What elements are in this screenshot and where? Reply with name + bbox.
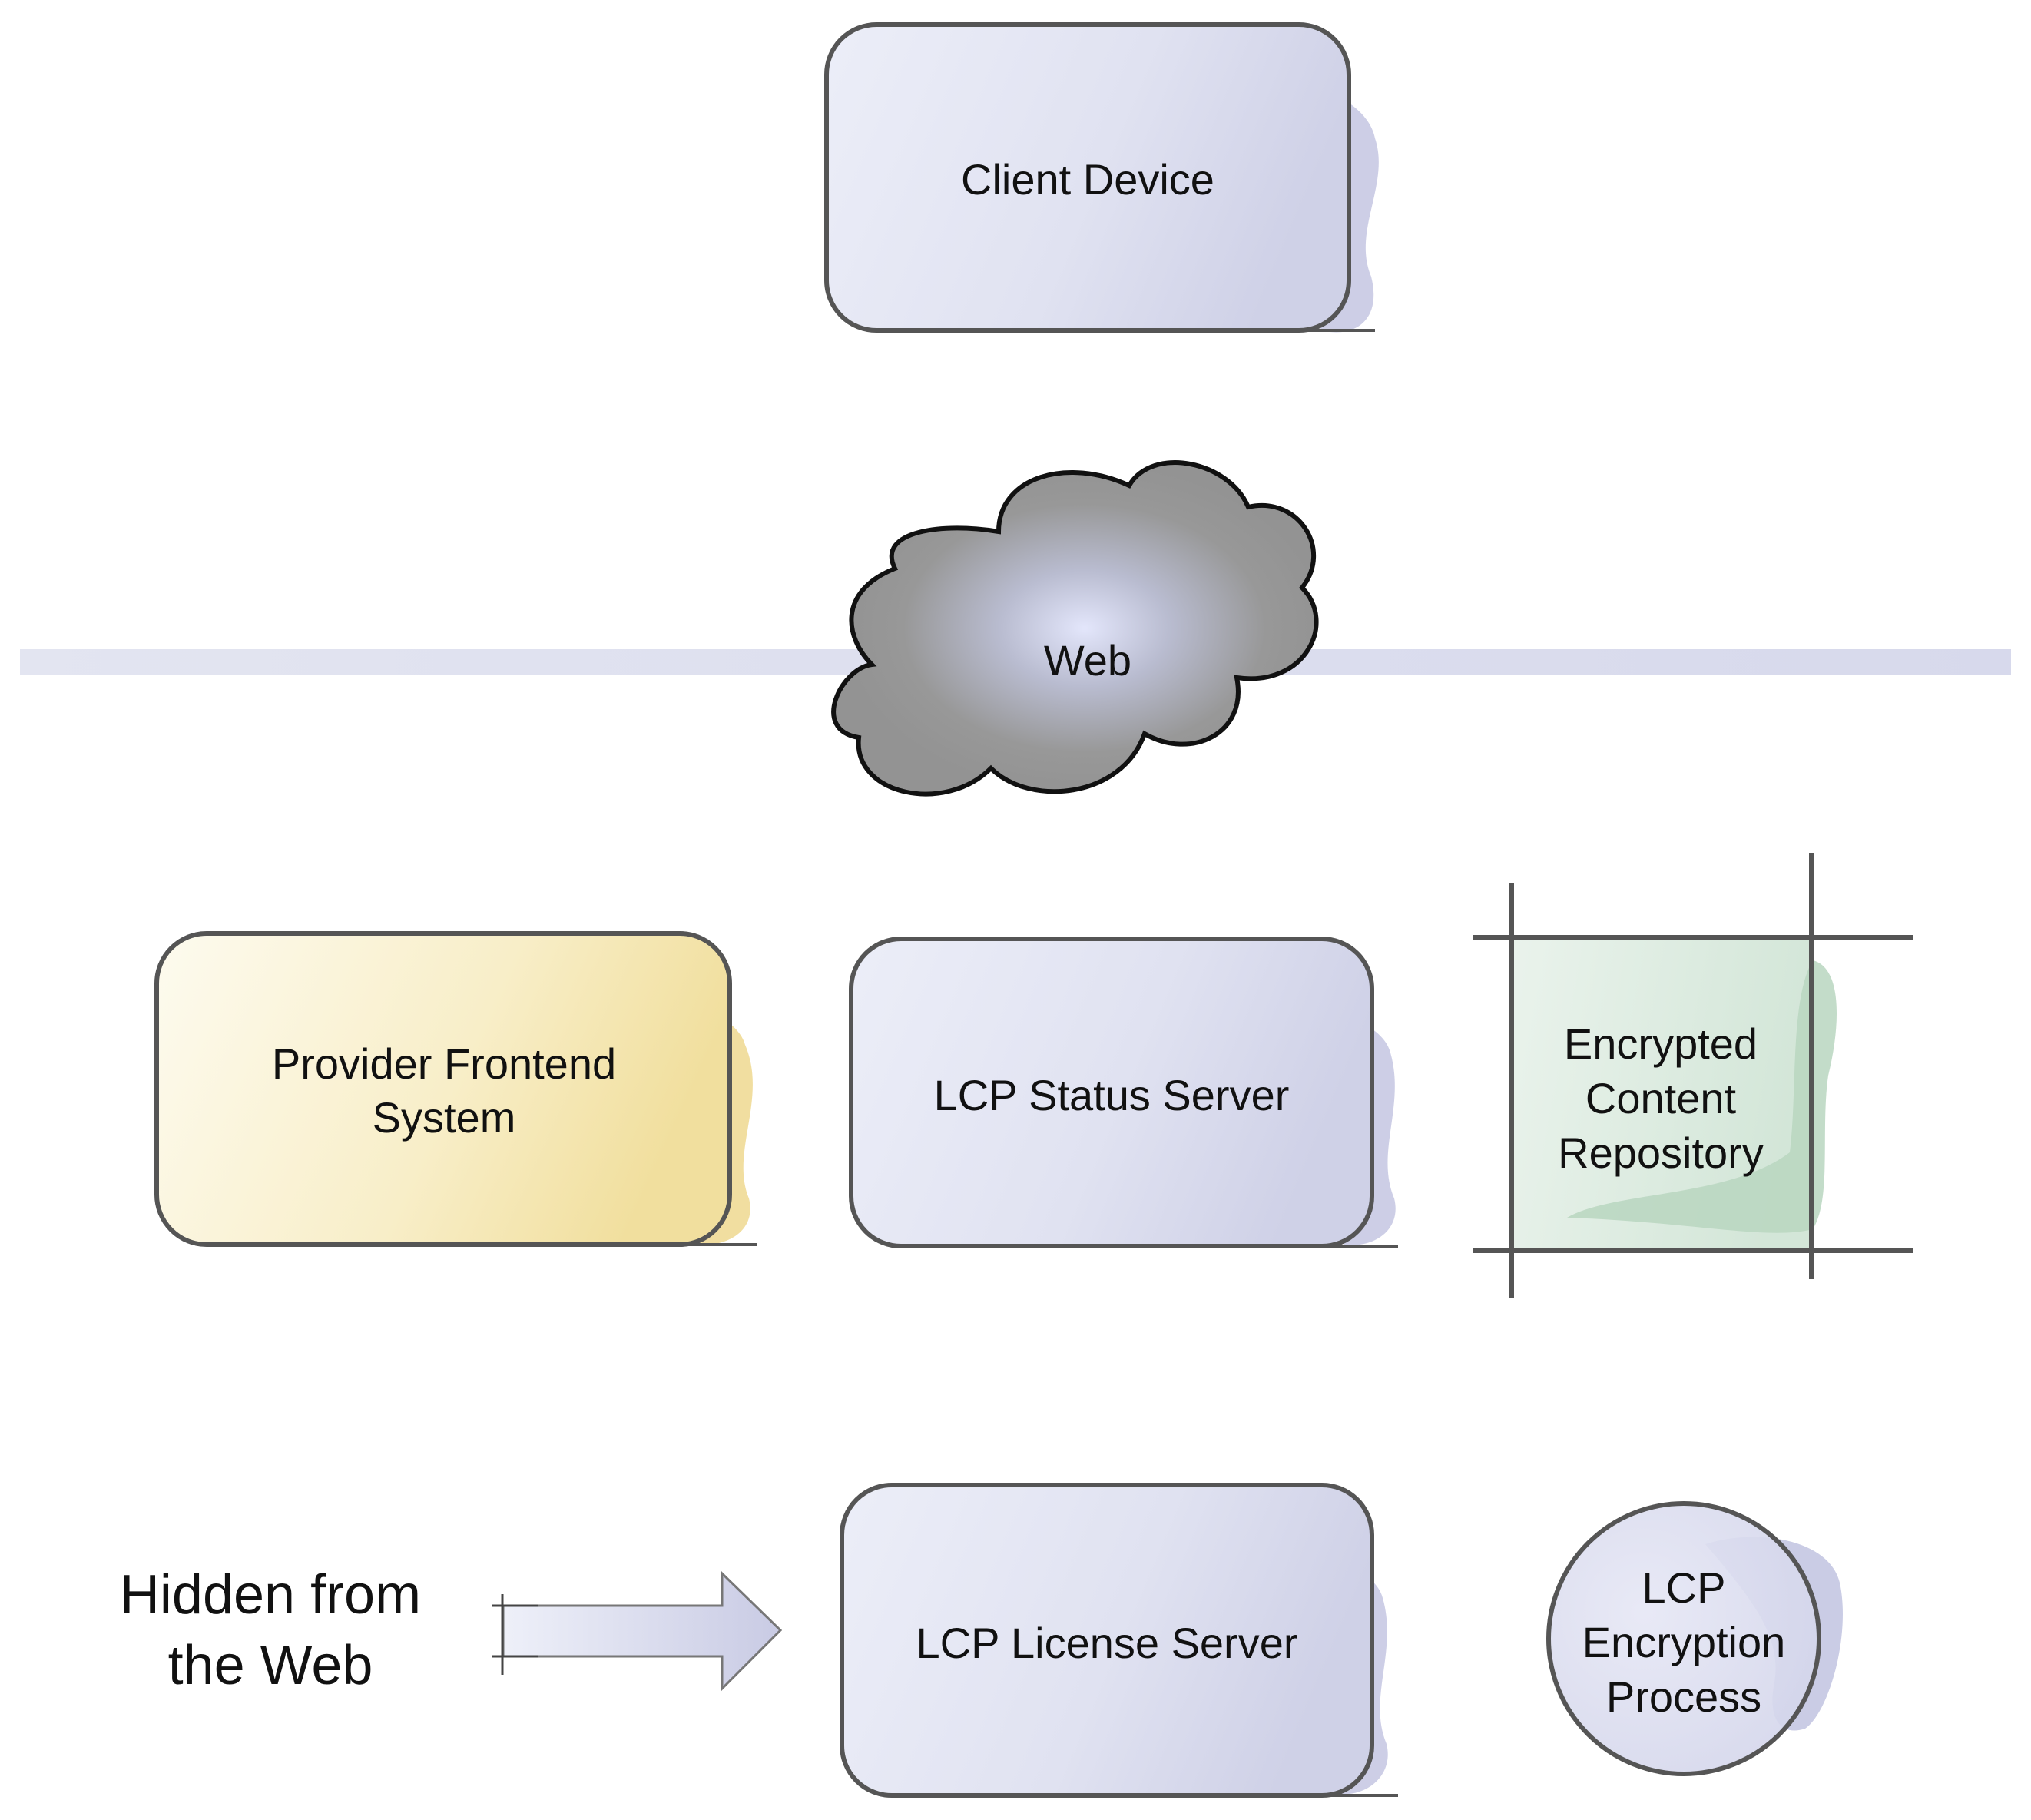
annotation-line1: Hidden from	[120, 1564, 421, 1626]
encryption-process-label-line1: LCP	[1642, 1563, 1726, 1612]
status-server-node: LCP Status Server	[849, 937, 1398, 1248]
provider-frontend-label-line1: Provider Frontend	[272, 1039, 616, 1088]
provider-frontend-node: Provider Frontend System	[154, 931, 757, 1247]
encryption-process-label-line3: Process	[1606, 1672, 1761, 1721]
client-device-node: Client Device	[824, 22, 1379, 333]
content-repository-label-line1: Encrypted	[1564, 1019, 1758, 1068]
content-repository-node: Encrypted Content Repository	[1473, 853, 1913, 1298]
provider-frontend-label-line2: System	[373, 1093, 516, 1142]
content-repository-label-line3: Repository	[1558, 1129, 1764, 1177]
hidden-from-web-annotation: Hidden from the Web	[120, 1564, 783, 1696]
right-arrow-icon	[502, 1570, 783, 1692]
web-cloud-node: Web	[831, 460, 1319, 797]
status-server-label: LCP Status Server	[934, 1071, 1290, 1119]
encryption-process-label-line2: Encryption	[1582, 1618, 1786, 1666]
client-device-label: Client Device	[961, 155, 1214, 204]
encryption-process-node: LCP Encryption Process	[1546, 1501, 1843, 1776]
annotation-line2: the Web	[168, 1635, 373, 1696]
content-repository-label-line2: Content	[1585, 1074, 1737, 1122]
web-label: Web	[1044, 636, 1131, 685]
license-server-node: LCP License Server	[840, 1483, 1398, 1798]
license-server-label: LCP License Server	[916, 1619, 1298, 1667]
cloud-icon	[831, 460, 1319, 797]
